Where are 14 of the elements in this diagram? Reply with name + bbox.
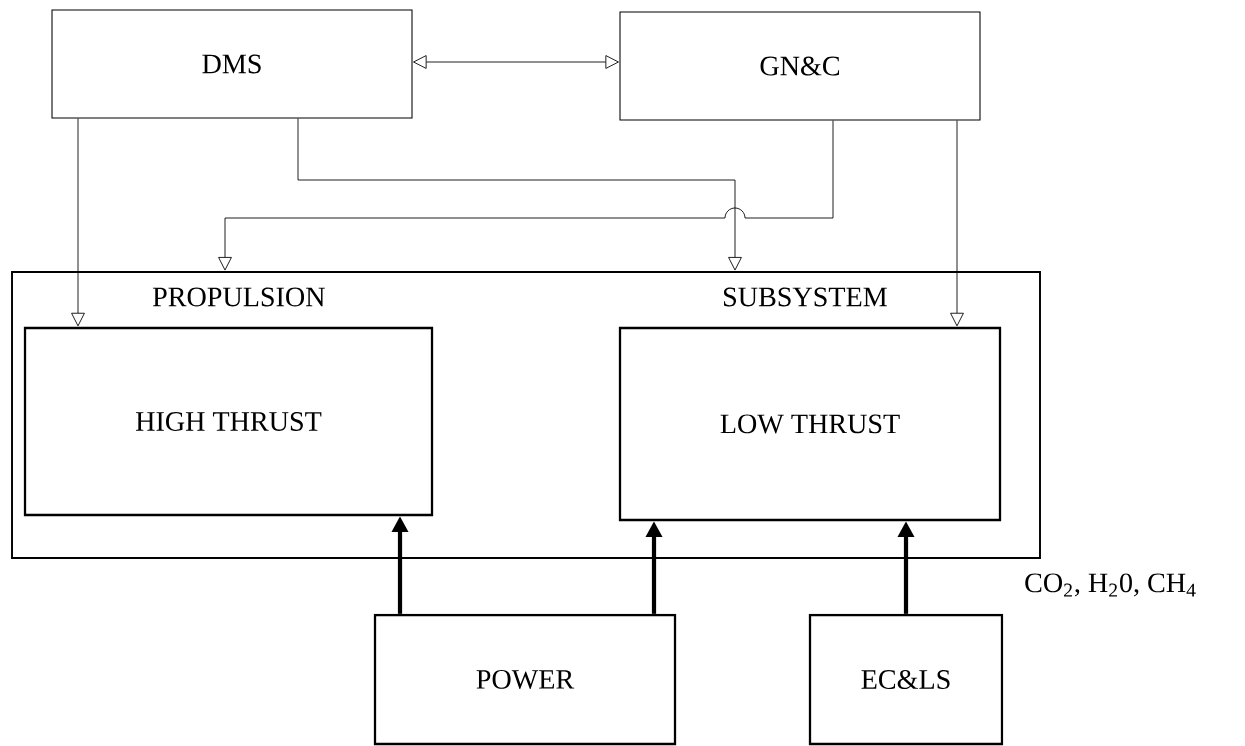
frame-title: PROPULSION (152, 287, 325, 307)
block-box: HIGH THRUST (23, 326, 434, 517)
arrow (297, 118, 742, 271)
arrow (218, 120, 834, 271)
block-box: GN&C (619, 11, 981, 121)
arrow (950, 120, 964, 327)
frame-title: SUBSYSTEM (724, 287, 887, 307)
arrow (413, 55, 619, 69)
block-box: EC&LS (808, 613, 1004, 746)
block-box: LOW THRUST (618, 326, 1002, 522)
block-box: POWER (373, 613, 677, 746)
block-box: DMS (51, 9, 413, 119)
arrow (71, 118, 85, 327)
substance-note: CO$_{2}$, H$_{2}$0, CH$_{4}$ (1025, 573, 1196, 597)
